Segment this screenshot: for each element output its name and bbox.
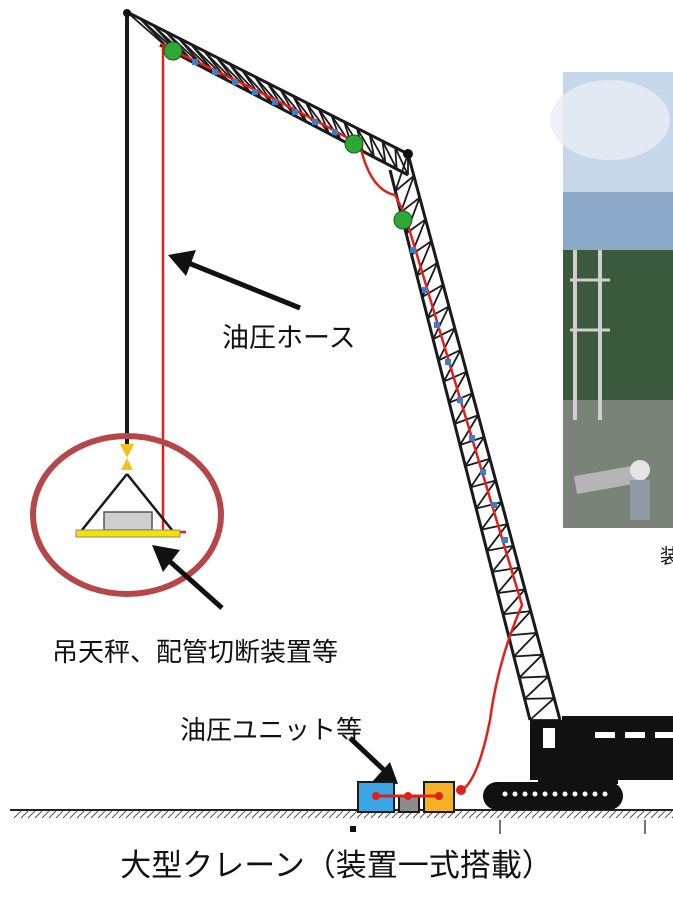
hose-clip: [422, 287, 428, 293]
ground: [10, 809, 673, 834]
hydraulic-hose-line: [161, 43, 524, 792]
background-photo: [550, 72, 673, 528]
hose-clip: [410, 247, 416, 253]
hose-clip: [272, 99, 278, 105]
hose-clip: [457, 397, 463, 403]
lifting-beam: [75, 444, 181, 538]
label-hydraulic-unit: 油圧ユニット等: [180, 716, 363, 746]
pointer-arrows: [152, 250, 398, 784]
label-hydraulic-hose: 油圧ホース: [222, 323, 356, 354]
hydraulic-unit: [357, 781, 466, 813]
hose-clip: [292, 109, 298, 115]
crane-boom-truss: [388, 153, 562, 721]
label-equipment: 吊天秤、配管切断装置等: [52, 638, 339, 668]
hose-clip: [312, 119, 318, 125]
hose-fittings: [123, 9, 413, 230]
highlight-circle: [30, 433, 224, 597]
hose-clip: [252, 89, 258, 95]
crane-body: [483, 716, 673, 810]
hose-clip: [434, 322, 440, 328]
figure-caption: 大型クレーン（装置一式搭載）: [120, 848, 553, 884]
hose-clip: [469, 435, 475, 441]
hose-clip: [212, 69, 218, 75]
hose-clip: [445, 359, 451, 365]
hose-clip: [502, 537, 508, 543]
hose-clip: [332, 129, 338, 135]
photo-caption-fragment: 装: [660, 544, 673, 568]
hose-clip: [232, 79, 238, 85]
hose-clip: [480, 469, 486, 475]
crane-jib-truss: [126, 10, 409, 177]
hose-clip: [192, 59, 198, 65]
hose-clip: [491, 502, 497, 508]
hose-clips: [192, 59, 508, 543]
